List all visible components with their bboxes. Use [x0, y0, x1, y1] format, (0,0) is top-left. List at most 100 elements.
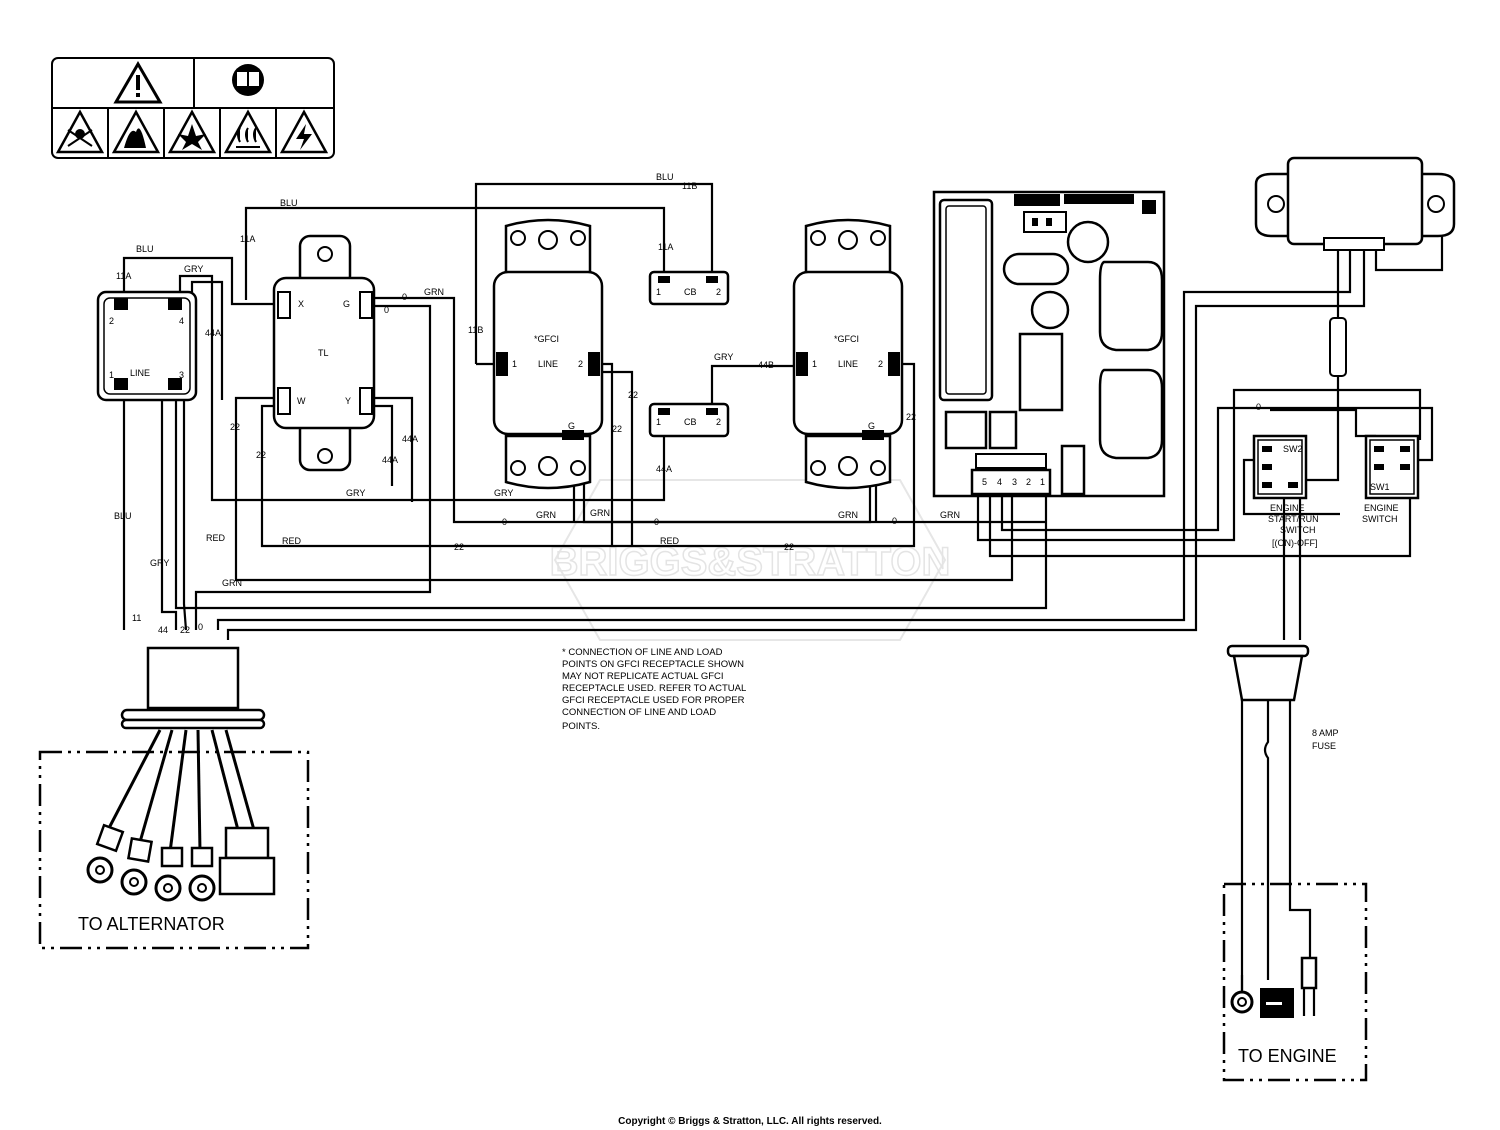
wire-label-gry-mid: GRY — [714, 352, 733, 362]
line-block-pin-3: 3 — [179, 370, 184, 380]
wire-label-22-5: 22 — [906, 412, 916, 422]
harness-label-44: 44 — [158, 625, 168, 635]
gfci2-pin-g: G — [868, 421, 875, 431]
harness-label-0: 0 — [198, 622, 203, 632]
gfci1-pin-1: 1 — [512, 359, 517, 369]
sw1-switch: SW1 ENGINE SWITCH — [1362, 434, 1420, 524]
wire-label-gry-low-2: GRY — [494, 488, 513, 498]
wire-label-0-6: 0 — [1256, 402, 1261, 412]
tl-terminal-g: G — [343, 299, 350, 309]
wire-label-grn-3: GRN — [838, 510, 858, 520]
cb-top-pin-2: 2 — [716, 287, 721, 297]
wire-label-22-7: 22 — [784, 542, 794, 552]
safety-label-panel — [51, 57, 335, 159]
note-line-4: RECEPTACLE USED. REFER TO ACTUAL — [562, 683, 746, 694]
gfci2-title: *GFCI — [834, 334, 859, 344]
warning-triangle-icon — [113, 61, 163, 104]
tl-label: TL — [318, 348, 329, 358]
gfci1-pin-g: G — [568, 421, 575, 431]
wire-label-blu-left: BLU — [114, 511, 132, 521]
wire-label-22-4: 22 — [612, 424, 622, 434]
wire-label-red-2: RED — [282, 536, 302, 546]
tl-terminal-y: Y — [345, 396, 351, 406]
board-connector-pin-5: 5 — [982, 477, 987, 487]
wire-label-44a-1: 44A — [205, 328, 221, 338]
gfci1-title: *GFCI — [534, 334, 559, 344]
gfci2-pin-1: 1 — [812, 359, 817, 369]
hot-surface-icon — [223, 109, 273, 154]
wire-label-44a-3: 44A — [382, 455, 398, 465]
watermark: BRIGGS&STRATTON — [549, 479, 951, 641]
wire-label-11b-2: 11B — [468, 325, 483, 335]
sw2-label: SW2 — [1283, 444, 1303, 454]
fire-icon — [111, 109, 161, 154]
wire-label-blu-1: BLU — [136, 244, 154, 254]
alternator-harness: TO ALTERNATOR — [38, 646, 310, 950]
sw1-caption-2: SWITCH — [1362, 514, 1398, 524]
harness-label-22: 22 — [180, 625, 190, 635]
board-connector-pin-2: 2 — [1026, 477, 1031, 487]
sw2-caption-2: START/RUN — [1268, 514, 1319, 524]
tl-terminal-w: W — [297, 396, 306, 406]
wire-label-grn-5: GRN — [222, 578, 242, 588]
fuse-label-2: FUSE — [1312, 741, 1336, 751]
gfci1-pin-2: 2 — [578, 359, 583, 369]
wire-label-gry-low: GRY — [346, 488, 365, 498]
wire-label-0-1: 0 — [402, 292, 407, 302]
cb-top-pin-1: 1 — [656, 287, 661, 297]
ignition-module — [1254, 156, 1456, 377]
manual-book-icon — [232, 64, 264, 96]
fuse-label-1: 8 AMP — [1312, 728, 1339, 738]
line-block-pin-4: 4 — [179, 316, 184, 326]
board-connector-pin-4: 4 — [997, 477, 1002, 487]
note-line-2: POINTS ON GFCI RECEPTACLE SHOWN — [562, 659, 744, 670]
wire-label-11a-2: 11A — [240, 234, 255, 244]
note-line-5: GFCI RECEPTACLE USED FOR PROPER — [562, 695, 745, 706]
wire-label-0-5: 0 — [892, 516, 897, 526]
wire-label-22-1: 22 — [230, 422, 240, 432]
wire-label-grn-top: GRN — [424, 287, 444, 297]
sw2-caption-4: [(ON)-OFF] — [1272, 538, 1318, 548]
to-engine-label: TO ENGINE — [1238, 1046, 1337, 1066]
sw2-switch: SW2 ENGINE START/RUN SWITCH [(ON)-OFF] — [1252, 434, 1319, 548]
cb-mid-pin-1: 1 — [656, 417, 661, 427]
wire-label-0-4: 0 — [654, 517, 659, 527]
to-alternator-label: TO ALTERNATOR — [78, 914, 225, 934]
wire-labels: BLU BLU BLU GRY GRN 11A 11A 11A 11B 11B … — [114, 172, 1339, 751]
wire-label-grn-4: GRN — [940, 510, 960, 520]
wire-label-22-3: 22 — [628, 390, 638, 400]
line-block: 2 4 1 3 LINE — [96, 290, 198, 402]
sw2-caption-3: SWITCH — [1280, 525, 1316, 535]
sw1-label: SW1 — [1370, 482, 1390, 492]
wire-label-grn-2: GRN — [590, 508, 610, 518]
wire-label-44a-2: 44A — [402, 434, 418, 444]
wire-label-blu-3: BLU — [656, 172, 674, 182]
wire-label-0-3: 0 — [502, 517, 507, 527]
circuit-breaker-top: CB 1 2 — [648, 270, 730, 306]
wire-label-gry-top: GRY — [184, 264, 203, 274]
tl-terminal-x: X — [298, 299, 304, 309]
wire-label-11a-1: 11A — [116, 271, 131, 281]
wire-label-44b: 44B — [758, 360, 774, 370]
line-block-pin-2: 2 — [109, 316, 114, 326]
gfci1-label: LINE — [538, 359, 558, 369]
gfci-receptacle-2: *GFCI LINE 1 2 G — [792, 218, 904, 490]
wire-label-22-2: 22 — [256, 450, 266, 460]
sw2-caption-1: ENGINE — [1270, 503, 1305, 513]
note-line-7: POINTS. — [562, 721, 600, 732]
wire-label-gry-left: GRY — [150, 558, 169, 568]
wire-label-11b-1: 11B — [682, 181, 697, 191]
cb-mid-pin-2: 2 — [716, 417, 721, 427]
harness-label-11: 11 — [132, 613, 141, 623]
toxic-fumes-icon — [55, 109, 105, 154]
copyright: Copyright © Briggs & Stratton, LLC. All … — [618, 1116, 882, 1127]
board-connector-pin-3: 3 — [1012, 477, 1017, 487]
gfci-note: * CONNECTION OF LINE AND LOAD POINTS ON … — [562, 647, 746, 732]
sw1-caption-1: ENGINE — [1364, 503, 1399, 513]
wire-label-22-6: 22 — [454, 542, 464, 552]
wire-label-grn-1: GRN — [536, 510, 556, 520]
note-line-6: CONNECTION OF LINE AND LOAD — [562, 707, 716, 718]
engine-harness: TO ENGINE — [1222, 644, 1368, 1082]
note-line-1: * CONNECTION OF LINE AND LOAD — [562, 647, 723, 658]
wire-label-blu-2: BLU — [280, 198, 298, 208]
